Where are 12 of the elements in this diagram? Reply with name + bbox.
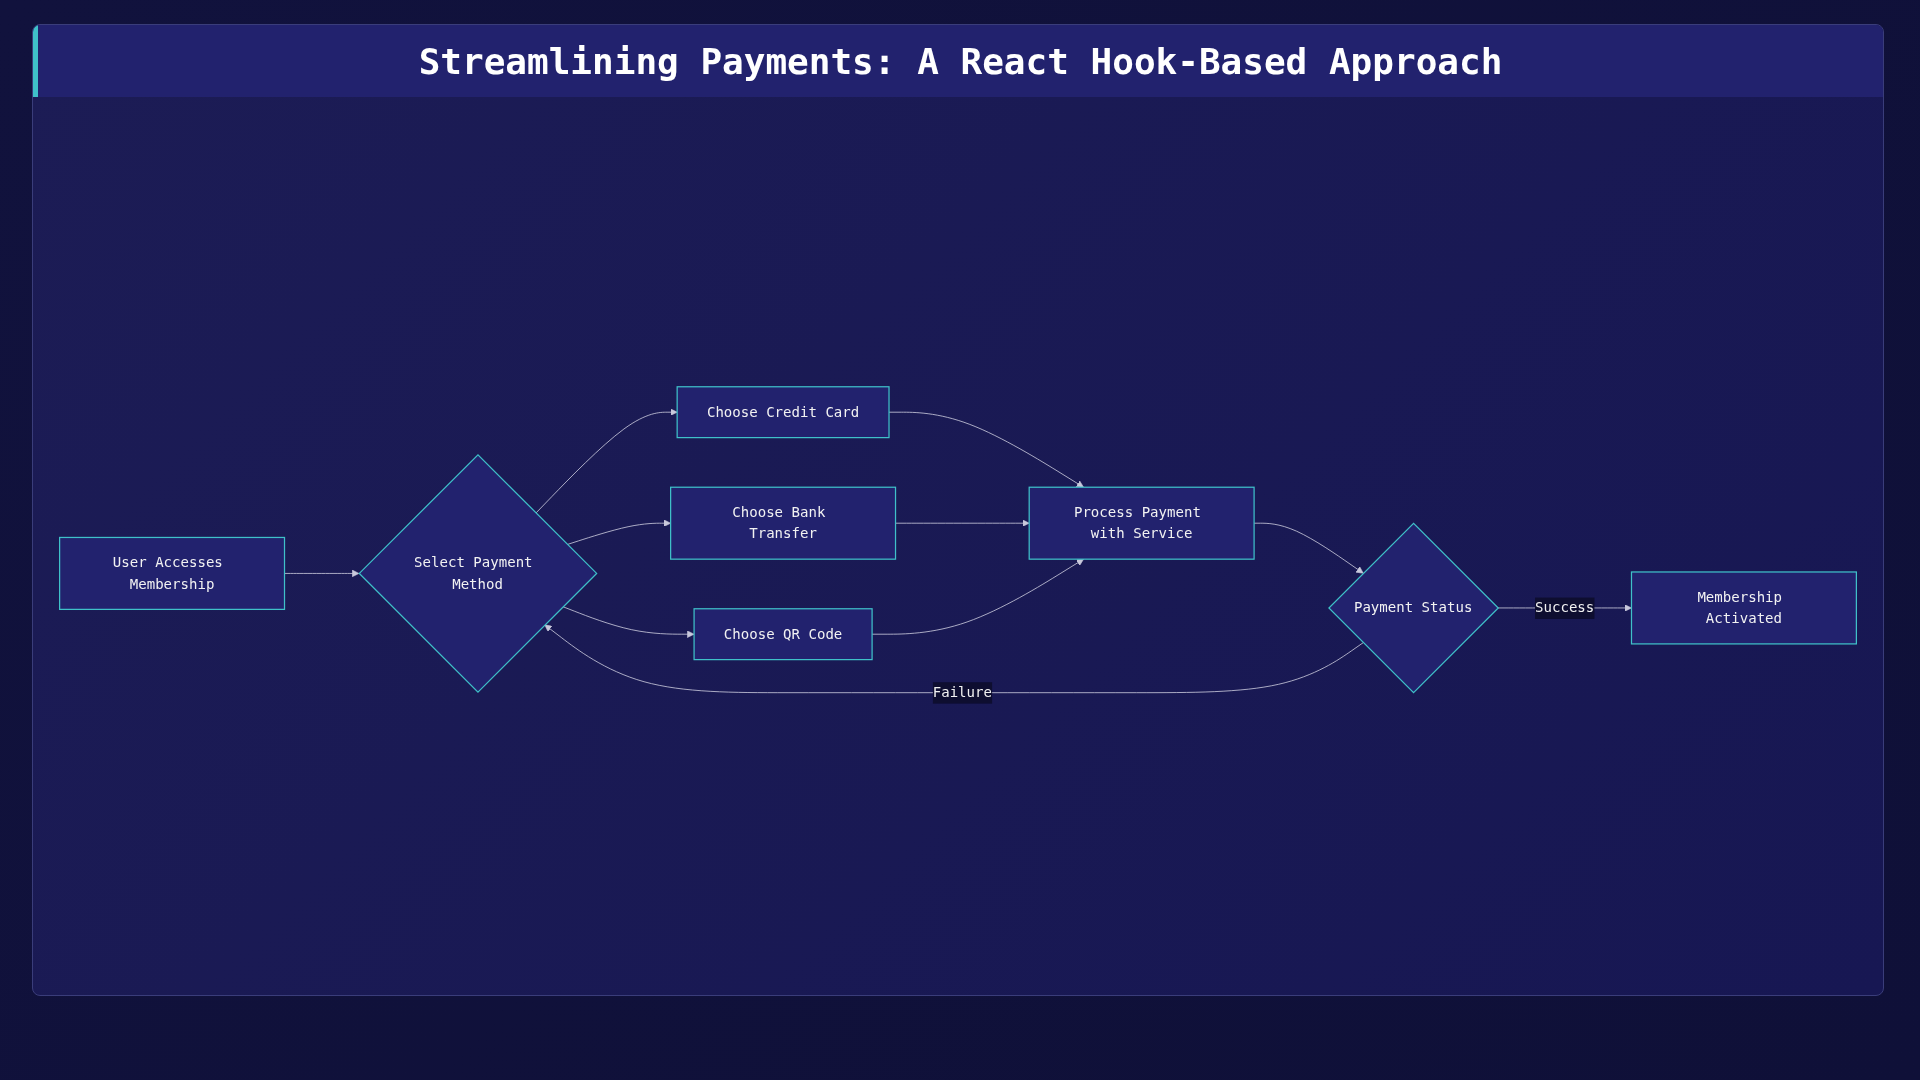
diagram-title: Streamlining Payments: A React Hook-Based Approach: [418, 40, 1503, 82]
edge-label: Success: [1535, 599, 1595, 616]
node-box: [1630, 571, 1857, 645]
node-box: [676, 386, 890, 439]
node-box: [693, 608, 873, 661]
edge-label: Failure: [932, 683, 992, 701]
node-box: [670, 486, 897, 560]
diagram-panel: Streamlining Payments: A React Hook-Based Approach Success Failure User Accesses Membership Select Payment Method Choose Credit Card Choose Bank Transfer Choose QR Code Process Payment with Service Payment Status Membership Activated: [32, 24, 1884, 996]
node-box: [59, 536, 286, 610]
node-diamond: [1328, 522, 1500, 694]
node-diamond: [358, 453, 598, 693]
node-box: [1028, 486, 1255, 560]
